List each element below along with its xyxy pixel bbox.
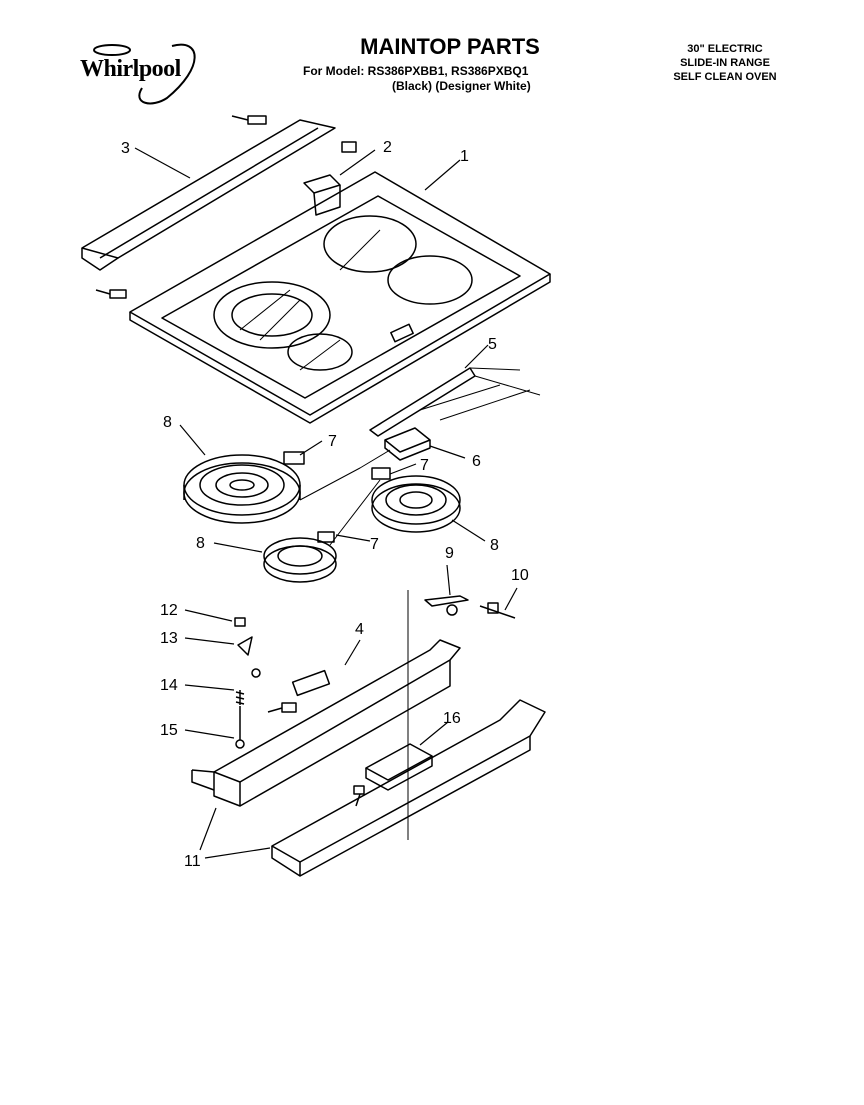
pin-icon [235, 739, 245, 749]
model-numbers: For Model: RS386PXBB1, RS386PXBQ1 [303, 64, 529, 78]
rear-trim-strip [81, 119, 336, 271]
callout-5: 5 [488, 336, 497, 353]
product-line-2: SLIDE-IN RANGE [680, 57, 770, 69]
clip-icon [341, 141, 357, 153]
connector-block [317, 531, 335, 543]
front-support-channel [213, 639, 461, 807]
surface-element-small [263, 537, 337, 583]
callout-1: 1 [460, 148, 469, 165]
page-title: MAINTOP PARTS [360, 34, 540, 59]
callout-8-lower: 8 [196, 535, 205, 552]
callout-14: 14 [160, 677, 178, 694]
callout-8-right: 8 [490, 537, 499, 554]
mounting-clip [237, 636, 253, 656]
wiring-harness-bracket [369, 367, 541, 437]
callout-4: 4 [355, 621, 364, 638]
callout-8-upper: 8 [163, 414, 172, 431]
screw-icon [353, 785, 365, 807]
model-colors: (Black) (Designer White) [392, 79, 531, 93]
connector-block [283, 451, 305, 465]
nut-icon [234, 617, 246, 627]
screw-icon [251, 668, 261, 678]
bracket [303, 174, 341, 216]
callout-9: 9 [445, 545, 454, 562]
insulation-block [365, 743, 433, 791]
whirlpool-logo-text: Whirlpool [80, 56, 181, 82]
callout-7-middle: 7 [420, 457, 429, 474]
callout-7-lower: 7 [370, 536, 379, 553]
spring-icon [235, 690, 245, 705]
connector-block [371, 467, 391, 480]
rear-support-channel [271, 699, 546, 877]
callout-12: 12 [160, 602, 178, 619]
surface-element-medium [371, 475, 461, 533]
screw-icon [95, 289, 127, 299]
callout-16: 16 [443, 710, 461, 727]
callout-6: 6 [472, 453, 481, 470]
callout-10: 10 [511, 567, 529, 584]
surface-element-large [183, 454, 301, 524]
callout-3: 3 [121, 140, 130, 157]
thermostat-bracket [424, 595, 469, 616]
maintop-glass [129, 171, 551, 424]
screw-icon [231, 115, 267, 125]
sensor-probe [479, 602, 516, 619]
whirlpool-logo [93, 43, 196, 105]
product-description: 30" ELECTRIC SLIDE-IN RANGE SELF CLEAN O… [660, 42, 790, 84]
product-line-3: SELF CLEAN OVEN [673, 71, 777, 83]
callout-2: 2 [383, 139, 392, 156]
callout-11: 11 [184, 853, 201, 870]
callout-7-upper: 7 [328, 433, 337, 450]
callout-13: 13 [160, 630, 178, 647]
product-line-1: 30" ELECTRIC [687, 43, 763, 55]
callout-15: 15 [160, 722, 178, 739]
screw-icon [267, 702, 297, 713]
terminal-block [384, 427, 431, 461]
